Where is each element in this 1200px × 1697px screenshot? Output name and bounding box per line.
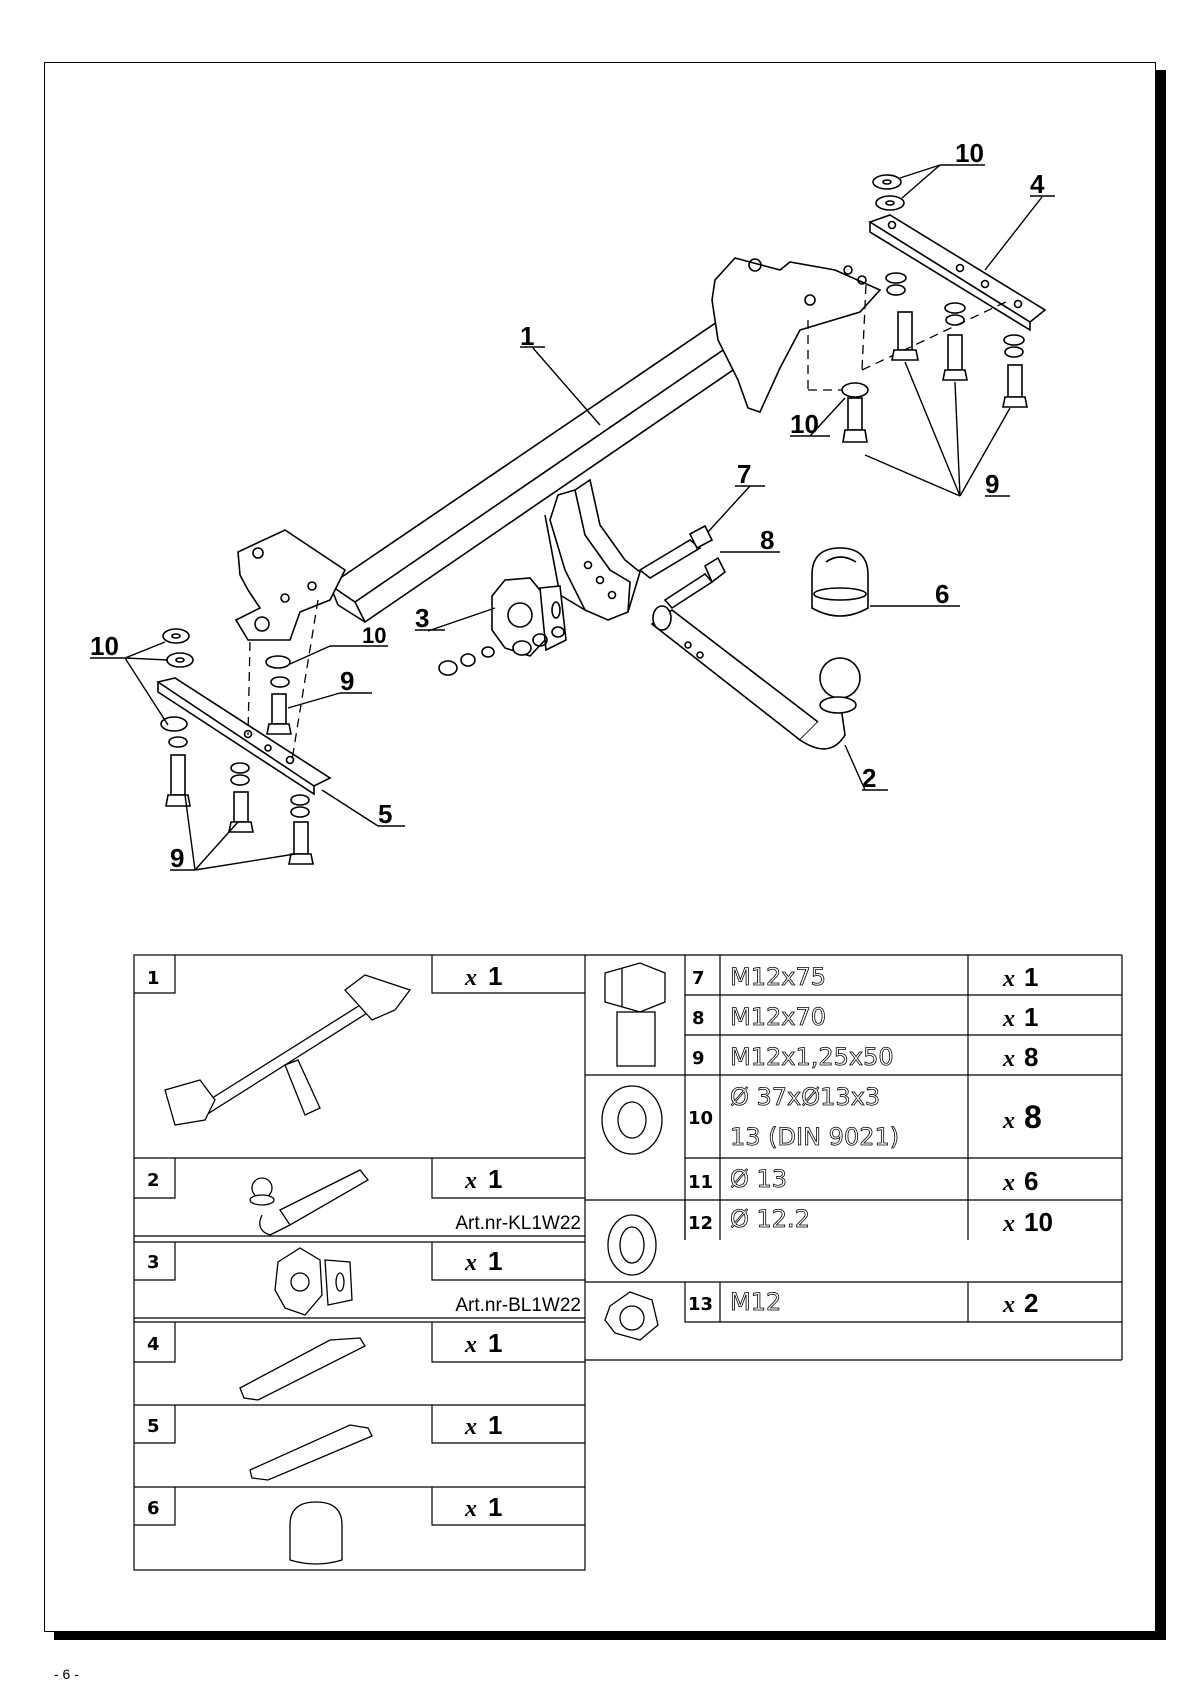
part-7-spec: M12x75 [730, 963, 826, 991]
thumb-nut [604, 1291, 659, 1341]
part-6-x: x [464, 1496, 477, 1522]
part-9-number: 9 [692, 1048, 705, 1069]
socket-plate-3 [438, 577, 567, 676]
bolts-7-8 [638, 524, 727, 610]
plate-4 [868, 214, 1047, 332]
thumb-beam [164, 974, 412, 1126]
part-10-x: x [1002, 1108, 1015, 1134]
part-5-qty: 1 [488, 1410, 502, 1440]
part-8-qty: 1 [1024, 1002, 1038, 1032]
part-3-art-nr: Art.nr-BL1W22 [455, 1295, 581, 1316]
thumb-socket-plate [274, 1247, 353, 1316]
callout-9-right: 9 [985, 469, 999, 499]
part-8-x: x [1002, 1006, 1015, 1032]
callout-4: 4 [1030, 169, 1045, 199]
part-1-x: x [464, 965, 477, 991]
callout-7: 7 [737, 459, 751, 489]
callout-3: 3 [415, 603, 429, 633]
part-7-x: x [1002, 966, 1015, 992]
callout-10-top: 10 [955, 138, 984, 168]
page-frame [44, 62, 1156, 1632]
part-5-x: x [464, 1414, 477, 1440]
callout-1: 1 [520, 321, 534, 351]
fasteners-right [841, 174, 1028, 443]
part-6-qty: 1 [488, 1492, 502, 1522]
part-9-qty: 8 [1024, 1042, 1038, 1072]
part-11-x: x [1002, 1170, 1015, 1196]
cap-6 [811, 547, 869, 617]
thumb-ball [249, 1169, 369, 1236]
page-number: - 6 - [54, 1666, 79, 1682]
leader-lines [90, 164, 1055, 871]
part-2-art-nr: Art.nr-KL1W22 [455, 1213, 581, 1234]
part-13-qty: 2 [1024, 1288, 1038, 1318]
part-6-number: 6 [147, 1498, 160, 1519]
part-12-qty: 10 [1024, 1207, 1053, 1237]
part-11-number: 11 [688, 1172, 713, 1193]
tow-bar-beam [234, 257, 882, 641]
part-4-x: x [464, 1332, 477, 1358]
part-13-x: x [1002, 1292, 1015, 1318]
part-10-number: 10 [688, 1108, 713, 1129]
part-11-qty: 6 [1024, 1166, 1038, 1196]
part-4-number: 4 [147, 1334, 160, 1355]
part-13-number: 13 [688, 1294, 713, 1315]
part-7-qty: 1 [1024, 962, 1038, 992]
thumb-bolt [604, 962, 666, 1067]
thumb-spring-washer [607, 1214, 657, 1276]
part-1-number: 1 [147, 968, 160, 989]
callout-6: 6 [935, 579, 949, 609]
part-7-number: 7 [692, 968, 705, 989]
callout-5: 5 [378, 799, 392, 829]
part-9-spec: M12x1,25x50 [730, 1043, 894, 1071]
tow-ball-2 [650, 605, 861, 750]
part-12-x: x [1002, 1211, 1015, 1237]
table-thumbnails [164, 962, 666, 1565]
part-10-spec-2: 13 (DIN 9021) [730, 1123, 899, 1151]
part-10-spec: Ø 37xØ13x3 [730, 1083, 880, 1111]
callout-9-left-upper: 9 [340, 666, 354, 696]
callout-8: 8 [760, 525, 774, 555]
part-13-spec: M12 [730, 1288, 781, 1316]
callout-10-mid: 10 [790, 409, 819, 439]
callout-10-left-inner: 10 [362, 623, 386, 648]
part-5-number: 5 [147, 1416, 160, 1437]
part-2-x: x [464, 1168, 477, 1194]
part-4-qty: 1 [488, 1328, 502, 1358]
part-3-number: 3 [147, 1252, 160, 1273]
part-2-number: 2 [147, 1170, 160, 1191]
part-8-number: 8 [692, 1008, 705, 1029]
callout-2: 2 [862, 763, 876, 793]
part-12-spec: Ø 12.2 [730, 1205, 810, 1233]
part-11-spec: Ø 13 [730, 1165, 787, 1193]
callout-9-left: 9 [170, 843, 184, 873]
fasteners-left [160, 628, 314, 865]
thumb-washer [601, 1085, 663, 1155]
part-2-qty: 1 [488, 1164, 502, 1194]
part-1-qty: 1 [488, 961, 502, 991]
parts-table [133, 954, 1123, 1571]
part-8-spec: M12x70 [730, 1003, 826, 1031]
alignment-lines [247, 284, 1011, 761]
part-3-x: x [464, 1250, 477, 1276]
plate-5 [156, 677, 332, 796]
part-9-x: x [1002, 1046, 1015, 1072]
part-10-qty: 8 [1024, 1099, 1042, 1135]
part-3-qty: 1 [488, 1246, 502, 1276]
part-12-number: 12 [688, 1213, 713, 1234]
callout-10-left: 10 [90, 631, 119, 661]
